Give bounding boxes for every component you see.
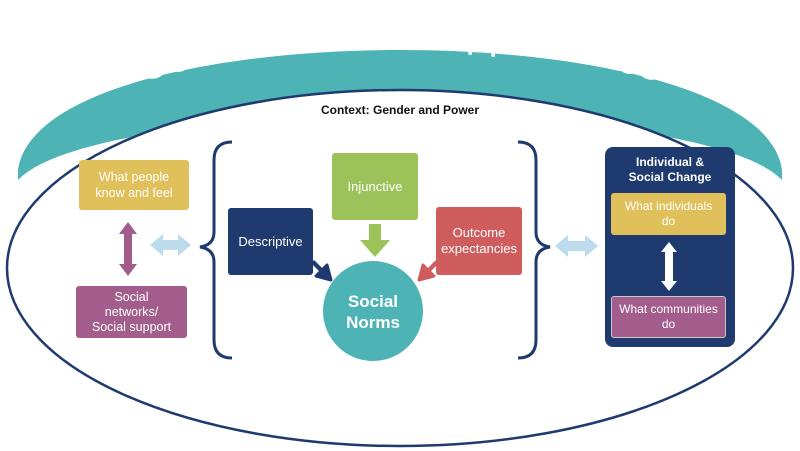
social-norms-text: Social Norms: [346, 292, 400, 332]
descriptive-box: Descriptive: [228, 208, 313, 275]
social-norms-circle: [323, 261, 423, 361]
social-networks-text: Social networks/ Social support: [91, 289, 172, 334]
left-vertical-double-arrow: [119, 222, 137, 276]
what-communities-do-text: What communities do: [619, 302, 718, 331]
outcome-arrow: [417, 260, 439, 282]
what-people-know-box: What people know and feel: [79, 160, 189, 210]
descriptive-arrow: [311, 260, 333, 282]
context-label: Context: Gender and Power: [320, 103, 480, 117]
left-curly-bracket: [199, 140, 233, 360]
left-horizontal-double-arrow: [150, 234, 191, 256]
social-norms-label: Social Norms: [323, 286, 423, 338]
what-people-know-text: What people know and feel: [95, 170, 173, 200]
injunctive-box: Injunctive: [332, 153, 418, 220]
panel-title-text: Individual & Social Change: [628, 155, 712, 184]
social-networks-box: Social networks/ Social support: [76, 286, 187, 338]
injunctive-arrow: [360, 224, 390, 257]
panel-title: Individual & Social Change: [607, 153, 733, 187]
what-individuals-do-box: What individuals do: [611, 193, 726, 235]
injunctive-text: Injunctive: [347, 178, 403, 194]
outcome-expectancies-text: Outcome expectancies: [441, 225, 517, 256]
right-curly-bracket: [517, 140, 551, 360]
outer-ellipse: [5, 88, 795, 448]
descriptive-text: Descriptive: [238, 233, 303, 249]
what-individuals-do-text: What individuals do: [624, 199, 713, 228]
right-vertical-double-arrow: [661, 242, 677, 291]
what-communities-do-box: What communities do: [611, 296, 726, 338]
right-horizontal-double-arrow: [555, 235, 598, 257]
outcome-expectancies-box: Outcome expectancies: [436, 207, 522, 275]
